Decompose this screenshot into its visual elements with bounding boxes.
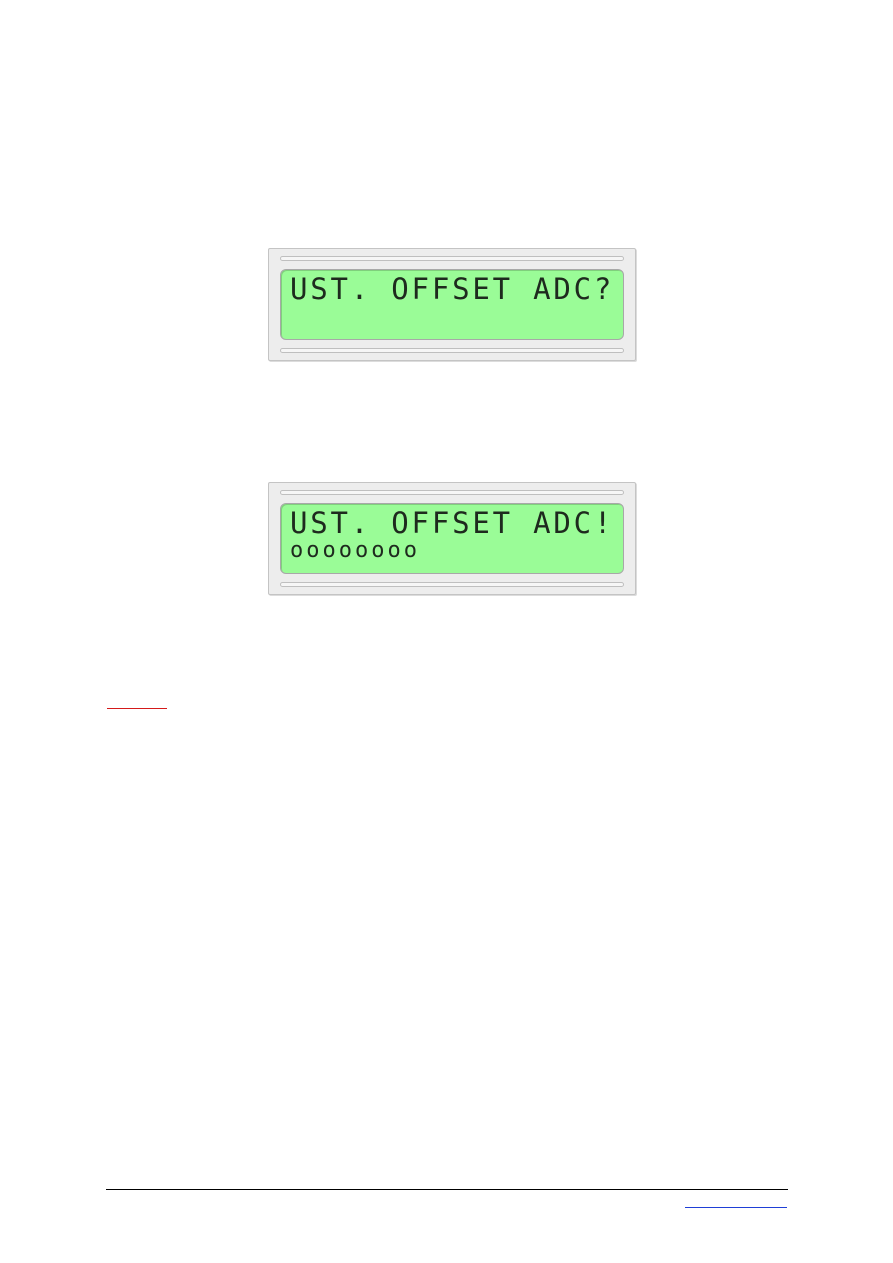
lcd-bottom-rail (280, 582, 624, 587)
lcd-screen: UST. OFFSET ADC! oooooooo (280, 503, 624, 574)
lcd-display-query: UST. OFFSET ADC? (268, 248, 636, 361)
lcd-top-rail (280, 256, 624, 261)
lcd-display-confirm: UST. OFFSET ADC! oooooooo (268, 482, 636, 595)
lcd-line-2: oooooooo (290, 538, 420, 563)
lcd-screen: UST. OFFSET ADC? (280, 269, 624, 340)
lcd-bottom-rail (280, 348, 624, 353)
footer-link-underline[interactable] (685, 1207, 787, 1208)
lcd-line-1: UST. OFFSET ADC? (290, 272, 615, 306)
lcd-line-1: UST. OFFSET ADC! (290, 506, 615, 540)
footer-divider (106, 1189, 788, 1190)
red-underline-mark (107, 708, 167, 709)
lcd-top-rail (280, 490, 624, 495)
